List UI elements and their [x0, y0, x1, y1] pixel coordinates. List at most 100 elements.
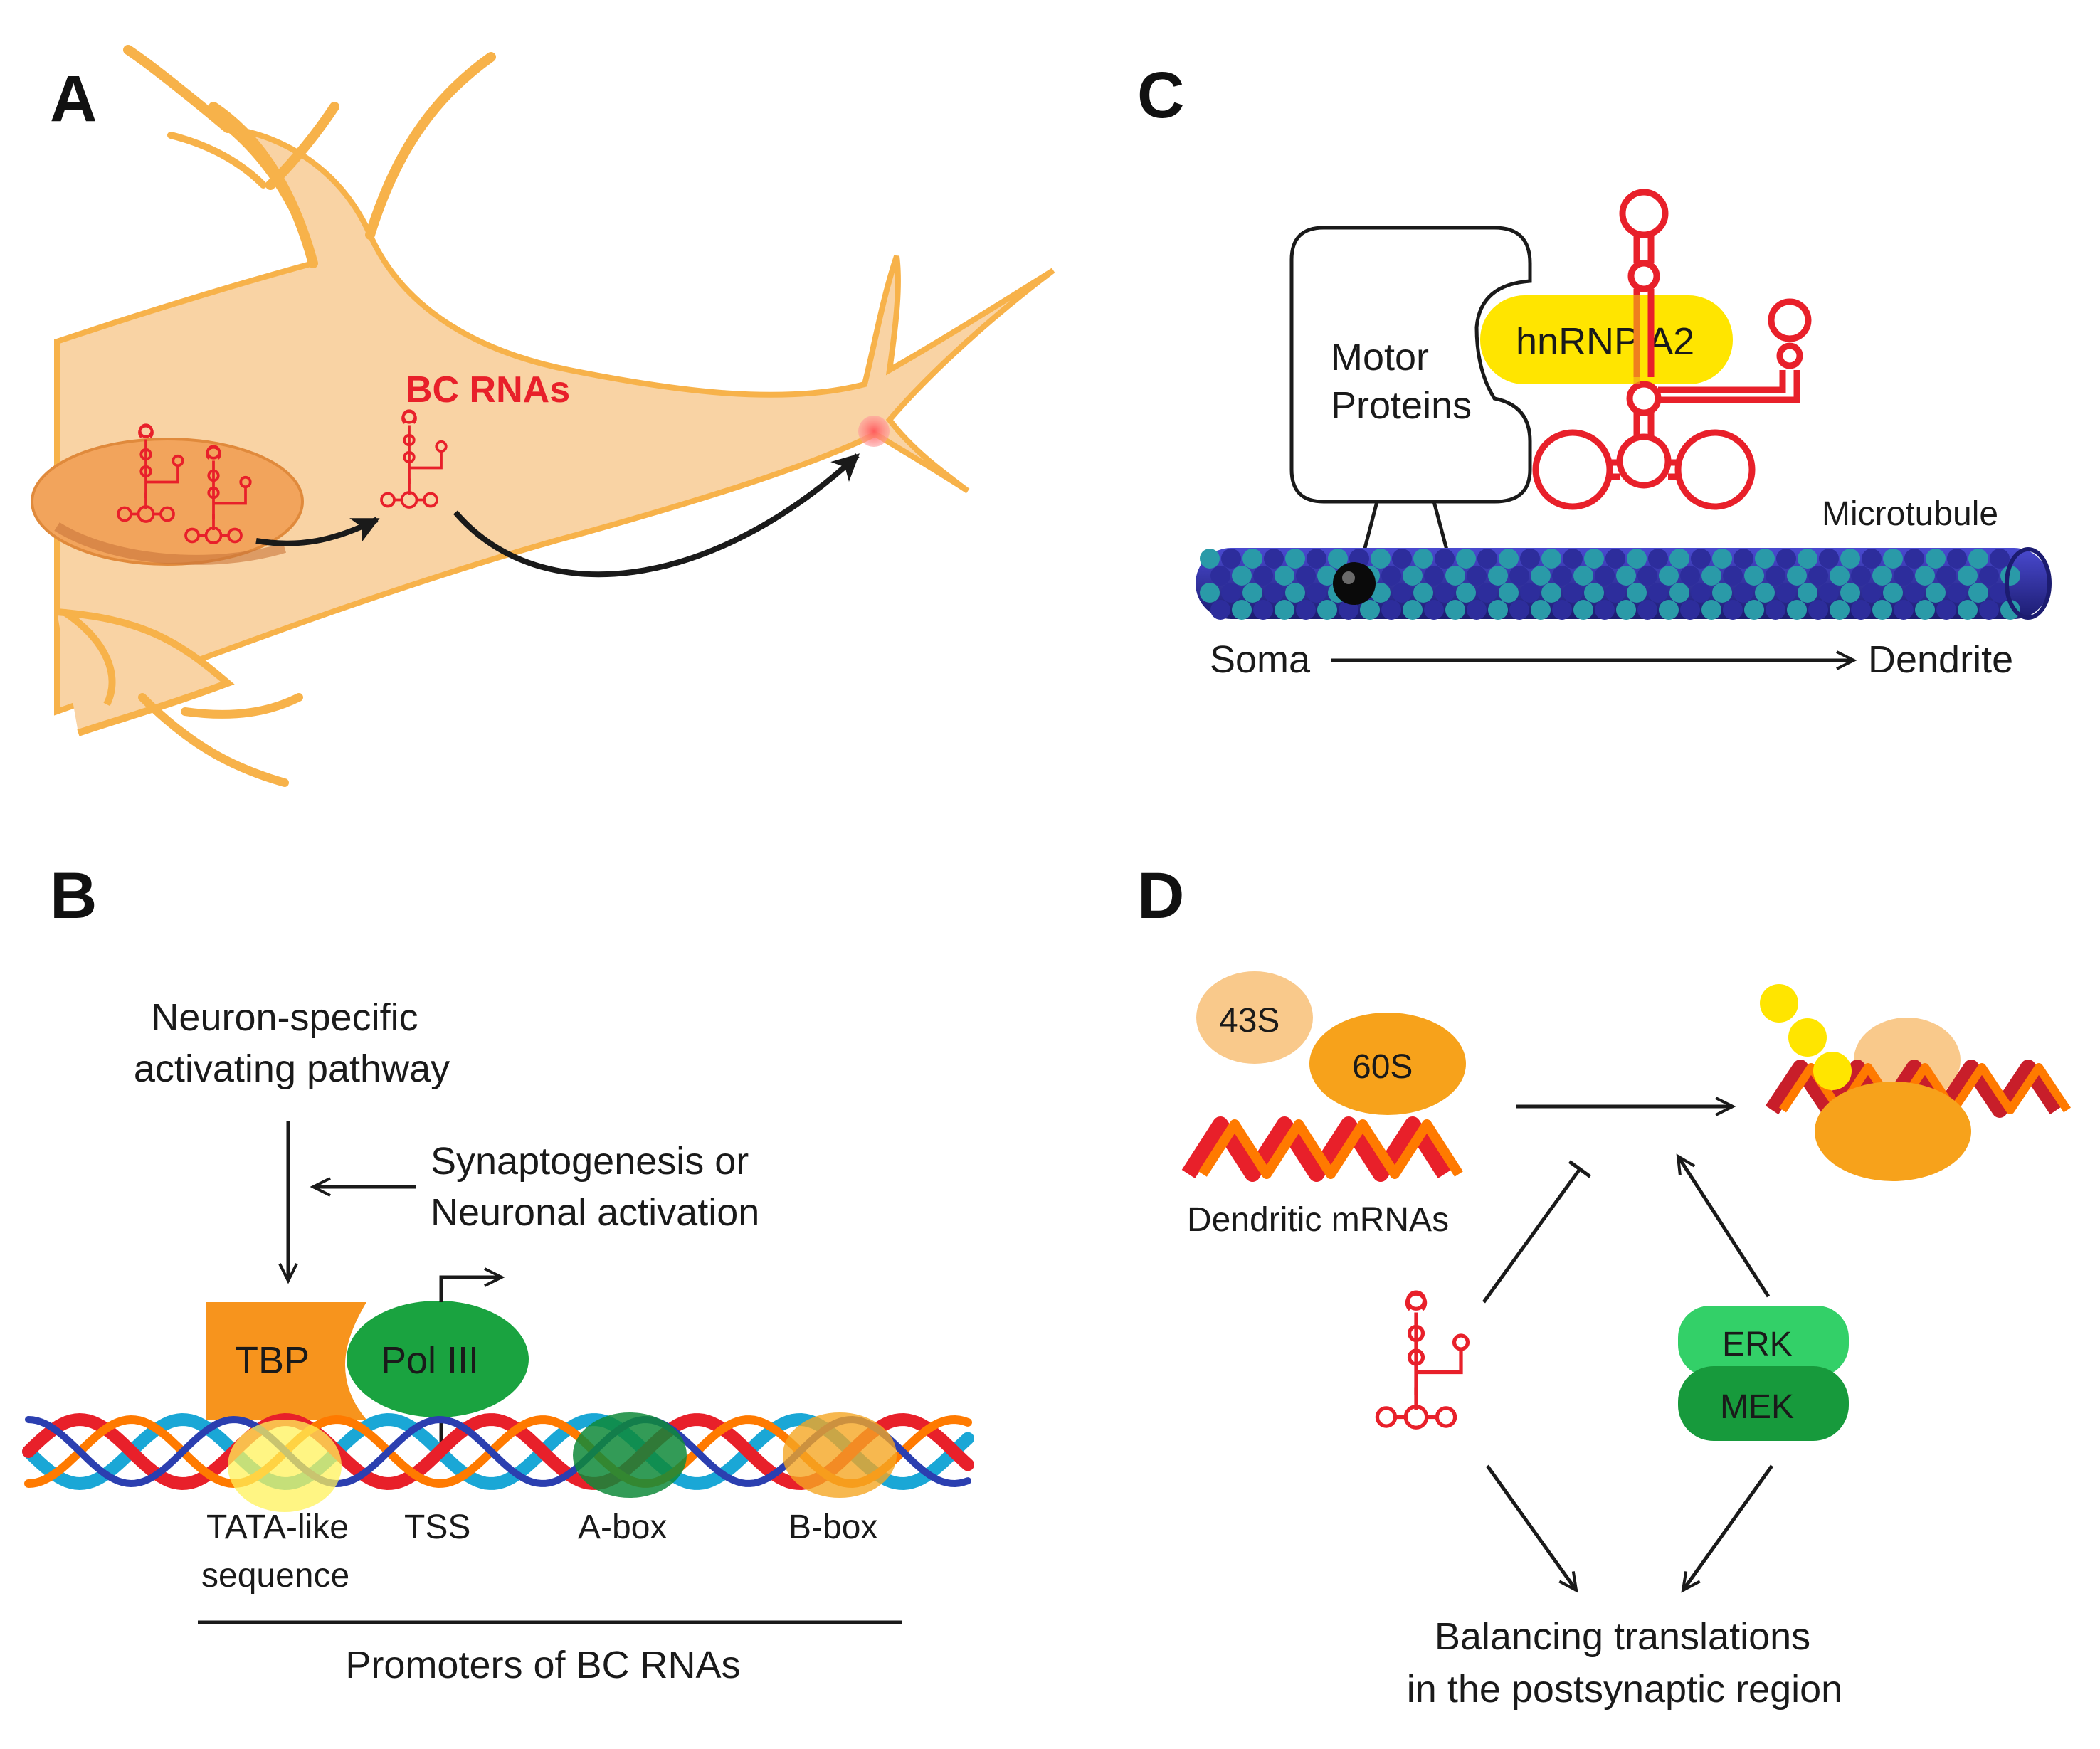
microtubule-bead [1242, 583, 1262, 603]
microtubule-bead [1221, 583, 1241, 603]
microtubule-bead [1392, 549, 1412, 569]
microtubule-bead [1456, 549, 1476, 569]
microtubule-bead [1947, 583, 1967, 603]
motor-label-line2: Proteins [1331, 384, 1472, 427]
motor-attachment-point [1333, 562, 1376, 605]
mek-shape [1678, 1366, 1849, 1441]
stimulus-label-line1: Synaptogenesis or [431, 1140, 749, 1183]
microtubule-bead [1242, 549, 1262, 569]
microtubule-bead [1723, 566, 1743, 586]
microtubule-bead [1552, 566, 1572, 586]
microtubule-bead [2000, 600, 2020, 620]
microtubule-bead [1819, 583, 1839, 603]
bc-rna-panel-d [1377, 1292, 1467, 1427]
panel-letter-d: D [1137, 860, 1184, 932]
motor-leg-right [1432, 501, 1450, 556]
microtubule-bead [1648, 549, 1668, 569]
microtubule-bead [1413, 549, 1433, 569]
microtubule-bead [1862, 549, 1882, 569]
dendritic-spine-glow [858, 416, 890, 447]
soma-label: Soma [1210, 638, 1311, 681]
panel-c: C Motor Proteins hnRNP A2 [1137, 59, 2052, 681]
microtubule-bead [1413, 583, 1433, 603]
microtubule-bead [1637, 566, 1657, 586]
microtubule-bead [1958, 600, 1978, 620]
microtubule-bead [1307, 549, 1326, 569]
microtubule-bead [1851, 566, 1871, 586]
microtubule-bead [1264, 549, 1284, 569]
microtubule-bead [1392, 583, 1412, 603]
microtubule-bead [1264, 583, 1284, 603]
microtubule-bead [1936, 600, 1956, 620]
microtubule-bead [1605, 583, 1625, 603]
microtubule-bead [1381, 600, 1401, 620]
microtubule-bead [1232, 566, 1252, 586]
microtubule-bead [1381, 566, 1401, 586]
microtubule-bead [1659, 566, 1679, 586]
a-box-highlight [573, 1412, 687, 1498]
microtubule-bead [1851, 600, 1871, 620]
bc-rnas-label: BC RNAs [406, 369, 570, 411]
microtubule-bead [1210, 566, 1230, 586]
microtubule-bead [1200, 549, 1220, 569]
microtubule-bead [1669, 583, 1689, 603]
microtubule-bead [1787, 600, 1807, 620]
microtubule-bead [1787, 566, 1807, 586]
neuron-illustration [31, 45, 1055, 787]
microtubule-bead [1296, 600, 1316, 620]
microtubule-bead [1371, 583, 1391, 603]
microtubule-bead [1926, 583, 1946, 603]
microtubule-bead [1808, 566, 1828, 586]
mek-label: MEK [1720, 1388, 1794, 1426]
microtubule-bead [1520, 583, 1540, 603]
microtubule-bead [1541, 549, 1561, 569]
microtubule-bead [1680, 566, 1700, 586]
tata-label-line2: sequence [201, 1557, 349, 1595]
microtubule-bead [1531, 600, 1551, 620]
microtubule-bead [1862, 583, 1882, 603]
tata-region-highlight [228, 1420, 342, 1512]
microtubule-bead [1563, 549, 1583, 569]
microtubule-bead [1552, 600, 1572, 620]
tata-label-line1: TATA-like [206, 1508, 349, 1546]
microtubule-bead [1776, 583, 1796, 603]
microtubule-bead [1926, 549, 1946, 569]
microtubule-bead [1541, 583, 1561, 603]
microtubule-bead [1830, 566, 1850, 586]
bc-to-balance-arrow [1485, 1464, 1576, 1590]
microtubule-bead [1872, 566, 1892, 586]
stimulus-label-line2: Neuronal activation [431, 1191, 759, 1234]
microtubule-bead [1979, 566, 1999, 586]
microtubule-bead [1275, 566, 1294, 586]
nucleus [31, 438, 304, 566]
bc-rna-inhibition [1482, 1160, 1592, 1304]
microtubule-bead [1712, 583, 1732, 603]
43s-subunit [1196, 971, 1313, 1064]
microtubule-bead [1712, 549, 1732, 569]
microtubule-bead [1744, 600, 1764, 620]
microtubule-bead [1979, 600, 1999, 620]
microtubule-bead [1584, 583, 1604, 603]
microtubule-bead [1659, 600, 1679, 620]
balance-label-line1: Balancing translations [1435, 1615, 1810, 1658]
microtubule-bead [1221, 549, 1241, 569]
microtubule-bead [1968, 549, 1988, 569]
microtubule-bead [1435, 583, 1455, 603]
microtubule-bead [1488, 566, 1508, 586]
microtubule-bead [1253, 600, 1273, 620]
microtubule-bead [1488, 600, 1508, 620]
translating-ribosome [1760, 984, 2071, 1181]
erk-activation-arrow [1678, 1156, 1771, 1298]
microtubule-bead [1808, 600, 1828, 620]
microtubule-bead [1947, 549, 1967, 569]
microtubule-bead [1296, 566, 1316, 586]
microtubule-bead [1883, 583, 1903, 603]
microtubule-bead [1403, 566, 1423, 586]
microtubule-bead [1584, 549, 1604, 569]
panel-b: B Neuron-specific activating pathway Syn… [22, 860, 974, 1686]
microtubule-bead [1477, 583, 1497, 603]
hnrnp-a2-label: hnRNP A2 [1516, 320, 1694, 363]
microtubule-bead [1894, 566, 1914, 586]
erk-shape [1678, 1306, 1849, 1377]
